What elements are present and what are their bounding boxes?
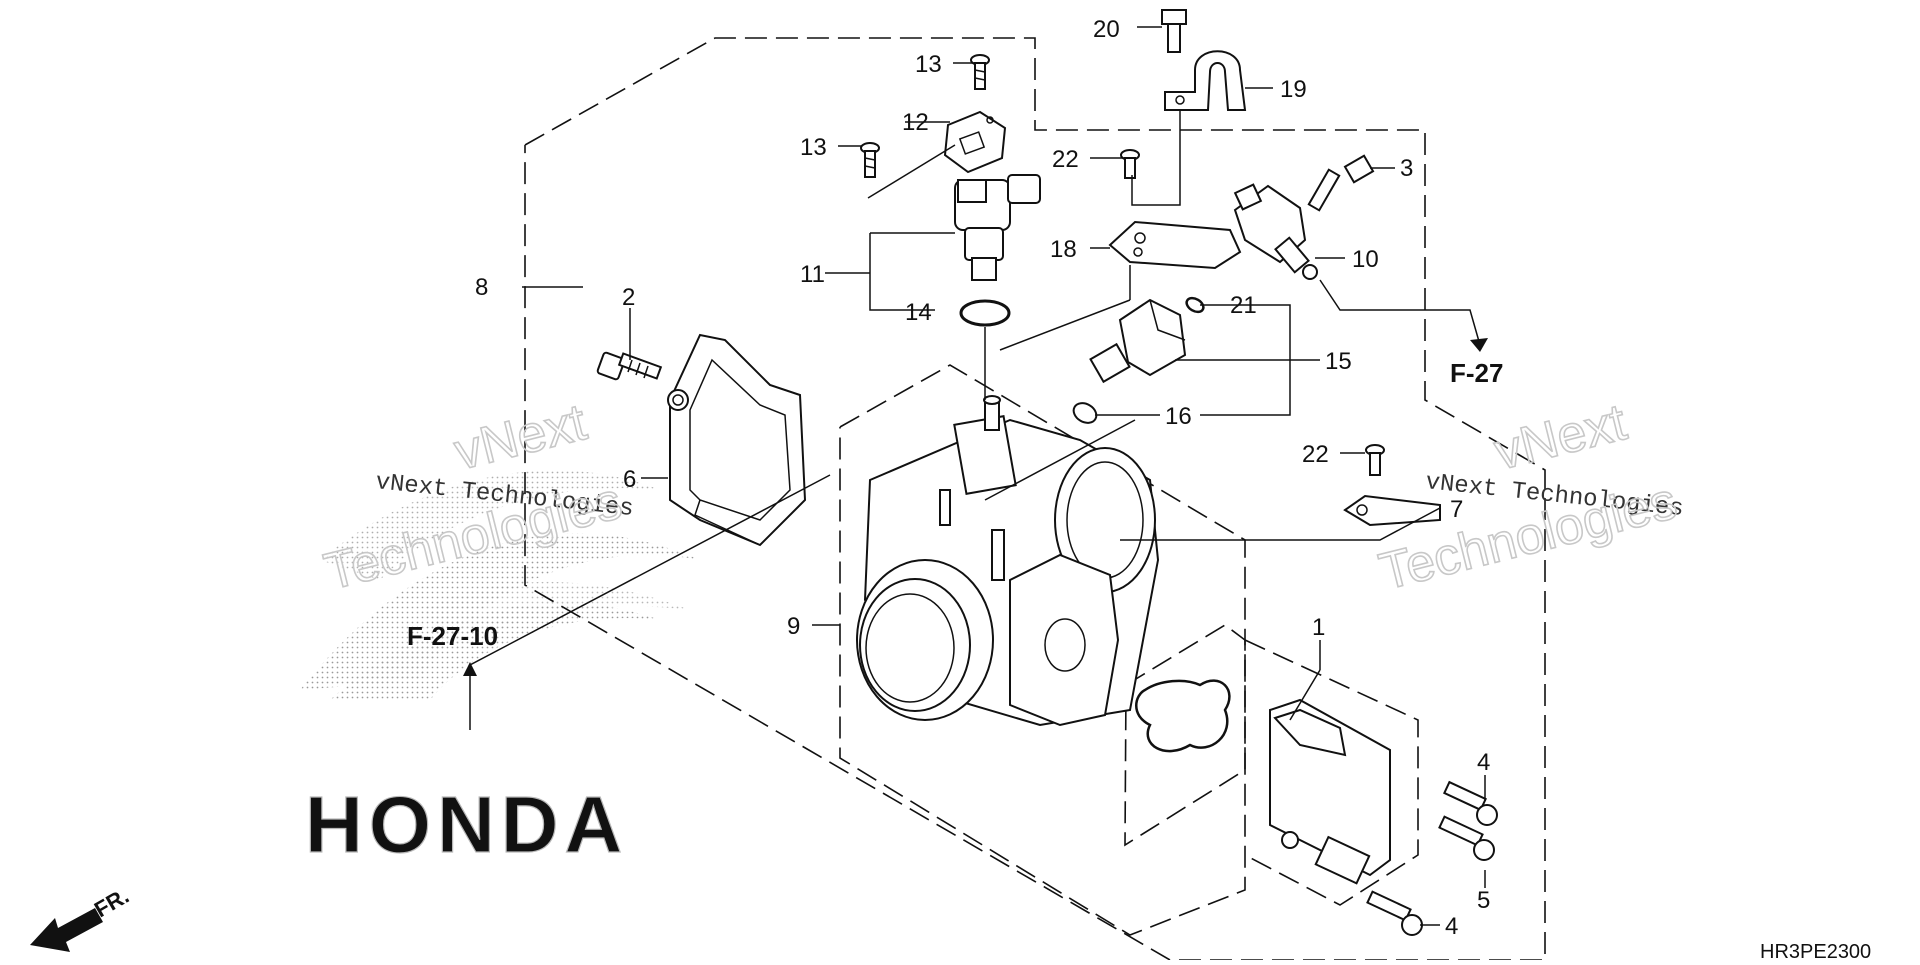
callout-19: 19 — [1280, 76, 1307, 103]
callout-21: 21 — [1230, 292, 1257, 319]
reference-f27-10: F-27-10 — [407, 621, 498, 651]
callout-22-upper: 22 — [1052, 146, 1079, 173]
bracket-18 — [1108, 220, 1242, 270]
callout-8: 8 — [475, 274, 488, 301]
o-ring-21 — [1185, 296, 1205, 314]
screw-22-right — [1365, 444, 1385, 476]
callout-12: 12 — [902, 109, 929, 136]
assembly-outline — [524, 37, 1546, 961]
arrow-to-f27-10 — [463, 662, 477, 676]
callout-7: 7 — [1450, 496, 1463, 523]
callout-6: 6 — [623, 466, 636, 493]
connector-10 — [1233, 183, 1318, 280]
callout-9: 9 — [787, 613, 800, 640]
diagram-code: HR3PE2300 — [1760, 941, 1871, 960]
honda-wing-watermark — [300, 470, 700, 700]
screw-13-lower — [860, 142, 880, 178]
callout-10: 10 — [1352, 246, 1379, 273]
callout-14: 14 — [905, 299, 932, 326]
bracket-7 — [1343, 494, 1441, 527]
leader-lines — [469, 26, 1486, 926]
callout-2: 2 — [622, 284, 635, 311]
bolt-2 — [596, 351, 663, 381]
callout-22-right: 22 — [1302, 441, 1329, 468]
plate-12 — [943, 110, 1007, 174]
watermark-outline-left-1: vNext — [449, 393, 593, 482]
callout-18: 18 — [1050, 236, 1077, 263]
sensor-11 — [954, 174, 1041, 281]
seal-16 — [1072, 402, 1098, 424]
screw-22-upper — [1120, 149, 1140, 179]
arrow-to-f27 — [1470, 338, 1488, 352]
gasket — [1135, 679, 1231, 753]
screw-4-lower — [1366, 890, 1423, 936]
callout-3: 3 — [1400, 155, 1413, 182]
bolt-3 — [1307, 154, 1375, 212]
honda-brand-watermark: HONDA — [305, 780, 628, 869]
callout-20: 20 — [1093, 16, 1120, 43]
callout-4-lower: 4 — [1445, 913, 1458, 940]
gasket-outline — [1124, 624, 1246, 847]
bolt-20 — [1161, 9, 1187, 53]
screw-5 — [1438, 815, 1495, 861]
callout-13-lower: 13 — [800, 134, 827, 161]
callout-4-upper: 4 — [1477, 749, 1490, 776]
callout-1: 1 — [1312, 614, 1325, 641]
screw-13-upper — [970, 54, 990, 90]
callout-16: 16 — [1165, 403, 1192, 430]
callouts: 8 2 6 9 11 14 12 13 13 20 19 22 18 3 10 … — [475, 16, 1490, 940]
callout-15: 15 — [1325, 348, 1352, 375]
callout-5: 5 — [1477, 887, 1490, 914]
o-ring-14 — [959, 299, 1011, 327]
sensor-1 — [1269, 698, 1391, 885]
callout-13-upper: 13 — [915, 51, 942, 78]
injector-15 — [1089, 298, 1187, 384]
screw-4-upper — [1443, 780, 1498, 826]
watermark-outline-right-1: vNext — [1489, 393, 1633, 482]
reference-f27: F-27 — [1450, 358, 1503, 388]
clamp-19 — [1164, 50, 1247, 111]
throttle-body-9 — [856, 395, 1160, 727]
cover-6 — [667, 333, 807, 547]
callout-11: 11 — [800, 261, 825, 288]
sensor-outline — [1244, 639, 1419, 906]
throttle-body-outline — [839, 364, 1246, 936]
front-direction-arrow: FR. — [30, 883, 133, 952]
